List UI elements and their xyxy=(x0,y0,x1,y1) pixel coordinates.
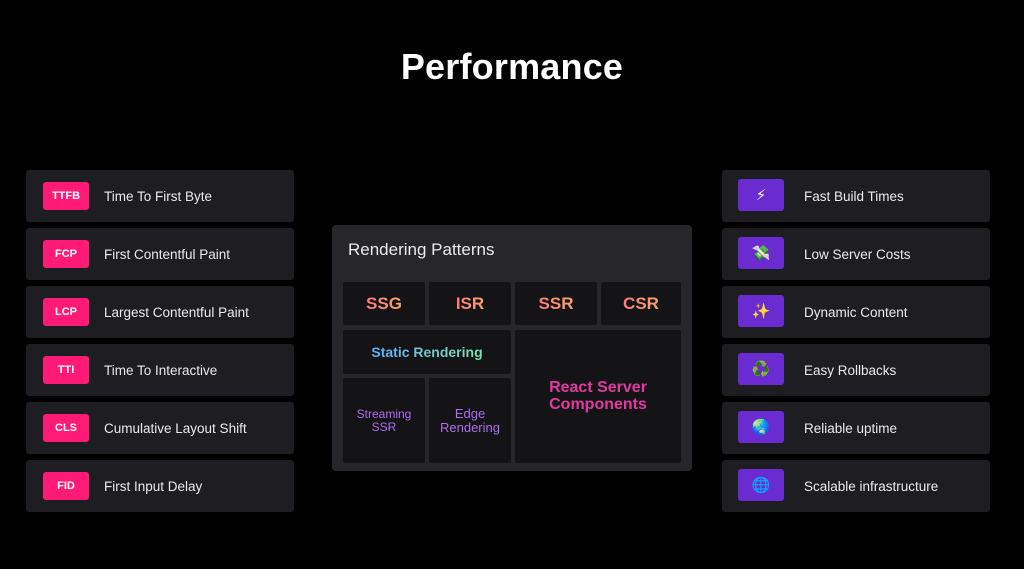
metric-badge: LCP xyxy=(43,298,89,326)
pattern-static-rendering-label: Static Rendering xyxy=(371,344,483,360)
benefit-row-scalable: 🌐 Scalable infrastructure xyxy=(722,460,990,512)
pattern-ssg: SSG xyxy=(343,282,425,325)
benefit-row-rollbacks: ♻️ Easy Rollbacks xyxy=(722,344,990,396)
metric-badge: FCP xyxy=(43,240,89,268)
money-icon: 💸 xyxy=(738,237,784,269)
benefit-row-low-cost: 💸 Low Server Costs xyxy=(722,228,990,280)
metric-label: First Contentful Paint xyxy=(104,246,231,262)
benefit-label: Reliable uptime xyxy=(804,420,898,436)
pattern-ssr-label: SSR xyxy=(538,293,574,313)
globe-grid-icon: 🌐 xyxy=(738,469,784,501)
metric-row-fid: FID First Input Delay xyxy=(26,460,294,512)
pattern-ssg-label: SSG xyxy=(366,293,402,313)
benefit-row-fast-build: ⚡ Fast Build Times xyxy=(722,170,990,222)
lightning-icon: ⚡ xyxy=(738,179,784,211)
recycle-icon: ♻️ xyxy=(738,353,784,385)
benefit-label: Low Server Costs xyxy=(804,246,911,262)
benefit-label: Dynamic Content xyxy=(804,304,908,320)
pattern-react-server-components: React Server Components xyxy=(515,330,681,463)
benefit-row-dynamic: ✨ Dynamic Content xyxy=(722,286,990,338)
pattern-edge-rendering: Edge Rendering xyxy=(429,378,511,463)
metric-badge: CLS xyxy=(43,414,89,442)
metric-row-ttfb: TTFB Time To First Byte xyxy=(26,170,294,222)
pattern-isr-label: ISR xyxy=(455,293,485,313)
pattern-isr: ISR xyxy=(429,282,511,325)
benefit-label: Fast Build Times xyxy=(804,188,904,204)
benefits-list: ⚡ Fast Build Times 💸 Low Server Costs ✨ … xyxy=(722,170,990,518)
metrics-list: TTFB Time To First Byte FCP First Conten… xyxy=(26,170,294,518)
globe-icon: 🌏 xyxy=(738,411,784,443)
page-title: Performance xyxy=(400,46,624,87)
metric-label: First Input Delay xyxy=(104,478,203,494)
panel-title: Rendering Patterns xyxy=(348,240,495,259)
metric-row-cls: CLS Cumulative Layout Shift xyxy=(26,402,294,454)
metric-row-lcp: LCP Largest Contentful Paint xyxy=(26,286,294,338)
pattern-streaming-ssr: Streaming SSR xyxy=(343,378,425,463)
metric-label: Time To Interactive xyxy=(104,362,218,378)
pattern-edge-rendering-label: Edge Rendering xyxy=(440,405,500,435)
rendering-patterns-panel: Rendering Patterns SSG ISR SSR CSR Stati… xyxy=(332,225,692,471)
metric-label: Largest Contentful Paint xyxy=(104,304,249,320)
pattern-rsc-label: React Server Components xyxy=(549,378,647,413)
benefit-label: Easy Rollbacks xyxy=(804,362,897,378)
metric-badge: TTI xyxy=(43,356,89,384)
metric-label: Cumulative Layout Shift xyxy=(104,420,247,436)
pattern-csr-label: CSR xyxy=(623,293,659,313)
pattern-streaming-ssr-label: Streaming SSR xyxy=(356,406,412,434)
pattern-static-rendering: Static Rendering xyxy=(343,330,511,374)
metric-label: Time To First Byte xyxy=(104,188,213,204)
metric-badge: TTFB xyxy=(43,182,89,210)
benefit-label: Scalable infrastructure xyxy=(804,478,939,494)
metric-badge: FID xyxy=(43,472,89,500)
sparkles-icon: ✨ xyxy=(738,295,784,327)
metric-row-fcp: FCP First Contentful Paint xyxy=(26,228,294,280)
pattern-csr: CSR xyxy=(601,282,681,325)
benefit-row-uptime: 🌏 Reliable uptime xyxy=(722,402,990,454)
pattern-ssr: SSR xyxy=(515,282,597,325)
metric-row-tti: TTI Time To Interactive xyxy=(26,344,294,396)
